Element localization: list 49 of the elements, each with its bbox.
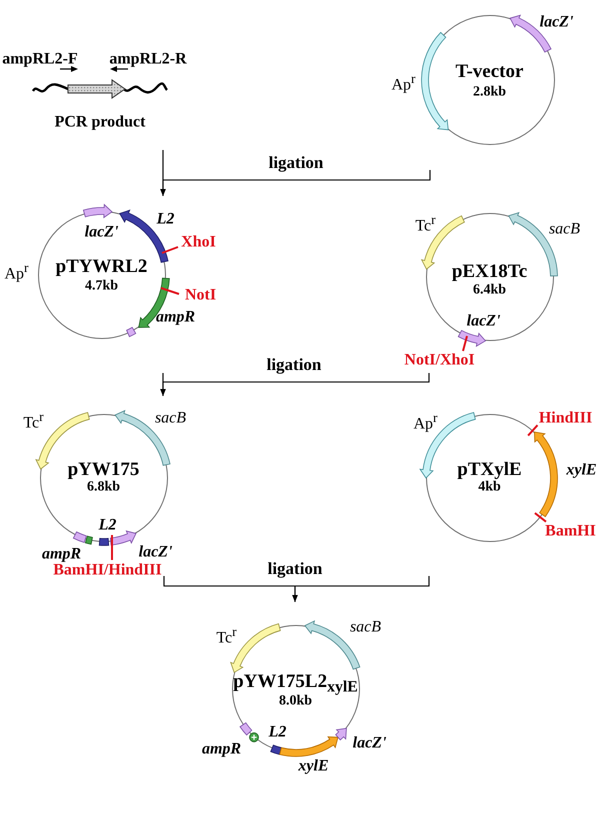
bracket-arrow	[292, 576, 430, 602]
gene-label: ampR	[42, 546, 82, 562]
resistance-label: Ap$^{r}$	[414, 410, 438, 433]
resistance-label: Ap$^{r}$	[4, 260, 28, 283]
plasmid-name: pEX18Tc	[452, 262, 528, 282]
gene-label: lacZ'	[138, 544, 172, 561]
plasmid-name: T-vector	[456, 62, 524, 82]
gene-label: lacZ'	[466, 313, 500, 330]
gene-label: ampR	[156, 309, 196, 326]
plasmid-name: pYW175	[68, 460, 140, 480]
gene-label: sacB	[548, 221, 580, 238]
gene-label: L2	[98, 517, 116, 534]
plasmid-size: 4kb	[478, 480, 501, 495]
gene-label: ampR	[202, 741, 242, 758]
plasmid-size: 4.7kb	[84, 279, 118, 294]
restriction-site-label: XhoI	[181, 234, 216, 251]
primer-label: ampRL2-R	[109, 52, 187, 68]
edge-label: ligation	[266, 154, 326, 172]
resistance-label: Tc$^{r}$	[415, 212, 436, 235]
gene-label: lacZ'	[352, 735, 386, 752]
gene-label: xylE	[298, 758, 329, 775]
fragment-caption: PCR product	[54, 114, 146, 132]
resistance-label: Tc$^{r}$	[216, 624, 237, 647]
primer-label: ampRL2-F	[2, 52, 78, 68]
plasmid-size: 6.8kb	[86, 480, 120, 495]
resistance-label: Tc$^{r}$	[23, 409, 44, 432]
gene-label: sacB	[350, 619, 382, 636]
plasmid-size: 8.0kb	[278, 694, 312, 709]
resistance-label: Ap$^{r}$	[392, 71, 416, 94]
gene-label: sacB	[154, 410, 186, 427]
plasmid-size: 2.8kb	[472, 85, 506, 100]
bracket-arrow	[160, 170, 431, 196]
restriction-site-label: NotI	[184, 287, 216, 304]
restriction-site-label: BamHI	[545, 523, 596, 540]
restriction-site-label: BamHI/HindIII	[53, 562, 162, 579]
gene-label: L2	[268, 724, 286, 741]
gene-label: L2	[156, 211, 174, 228]
gene-label: lacZ'	[84, 224, 118, 241]
bracket-arrow	[160, 373, 430, 396]
plasmid-name: pTXylE	[457, 460, 522, 480]
restriction-site-label: HindIII	[538, 410, 592, 427]
plasmid-name: pYW175L2$_{xylE}$	[233, 671, 358, 696]
plasmid-size: 6.4kb	[472, 283, 506, 298]
plasmid-name: pTYWRL2	[56, 256, 148, 276]
edge-label: ligation	[264, 356, 324, 374]
restriction-site-label: NotI/XhoI	[404, 352, 475, 369]
gene-label: xylE	[566, 462, 597, 479]
gene-label: lacZ'	[540, 14, 574, 31]
edge-label: ligation	[264, 560, 326, 578]
